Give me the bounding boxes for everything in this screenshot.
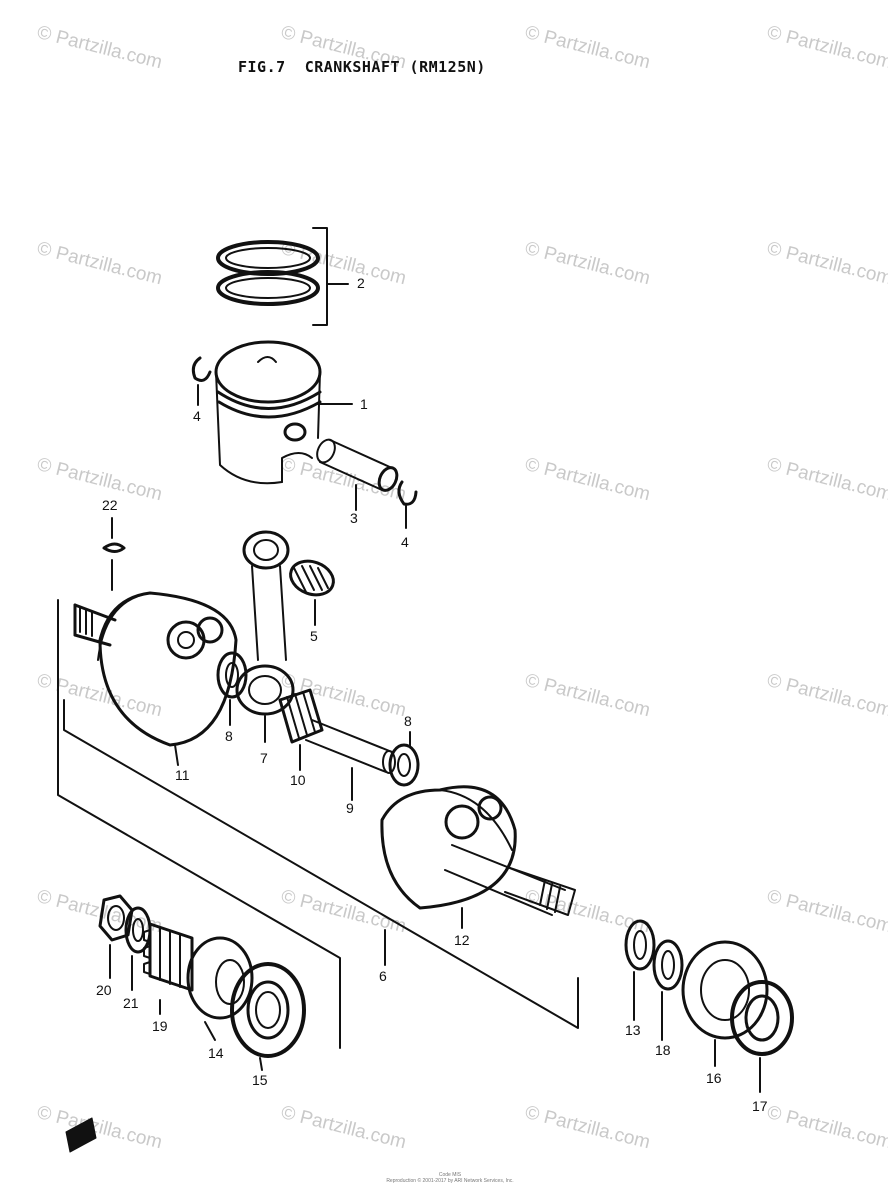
callout-3: 3: [350, 510, 358, 526]
callout-22: 22: [102, 497, 118, 513]
callout-4b: 4: [401, 534, 409, 550]
main-bearing-left-part: [230, 962, 306, 1071]
callout-8b: 8: [404, 713, 412, 729]
crank-nut-part: [98, 894, 134, 979]
callout-8a: 8: [225, 728, 233, 744]
callout-6: 6: [379, 968, 387, 984]
spacer-washer-part: [652, 939, 684, 1041]
callout-13: 13: [625, 1022, 641, 1038]
copyright-footer: Code MIS Reproduction © 2001-2017 by ARI…: [380, 1172, 520, 1184]
callout-12: 12: [454, 932, 470, 948]
callout-10: 10: [290, 772, 306, 788]
callout-19: 19: [152, 1018, 168, 1034]
piston-part: [214, 340, 353, 485]
primary-gear-part: [143, 922, 194, 1015]
callout-14: 14: [208, 1045, 224, 1061]
crankshaft-assembly-bracket: [57, 599, 579, 1049]
callout-20: 20: [96, 982, 112, 998]
piston-rings-part: [216, 227, 349, 326]
callout-16: 16: [706, 1070, 722, 1086]
footer-copyright: Reproduction © 2001-2017 by ARI Network …: [386, 1178, 514, 1184]
callout-21: 21: [123, 995, 139, 1011]
callout-4a: 4: [193, 408, 201, 424]
callout-5: 5: [310, 628, 318, 644]
footer-code: Code MIS: [438, 1172, 462, 1178]
woodruff-key-part: [102, 517, 126, 591]
callout-1: 1: [360, 396, 368, 412]
left-crank-half-part: [73, 591, 238, 766]
callout-9: 9: [346, 800, 354, 816]
callout-15: 15: [252, 1072, 268, 1088]
right-crank-half-part: [380, 785, 576, 929]
crank-pin-part: [305, 719, 396, 801]
callout-2: 2: [357, 275, 365, 291]
oil-seal-left-part: [186, 936, 254, 1041]
oil-seal-right-part: [730, 980, 794, 1093]
needle-bearing-part: [289, 559, 335, 626]
main-bearing-right-part: [681, 940, 769, 1067]
connecting-rod-part: [235, 530, 295, 743]
piston-pin-clip-part: [191, 356, 418, 529]
page-corner-mark-icon: [65, 1117, 97, 1153]
figure-title: FIG.7 CRANKSHAFT (RM125N): [238, 58, 486, 76]
callout-11: 11: [175, 767, 190, 783]
piston-pin-part: [316, 438, 399, 511]
callout-18: 18: [655, 1042, 671, 1058]
callout-7: 7: [260, 750, 268, 766]
callout-17: 17: [752, 1098, 768, 1114]
thrust-washer-part: [216, 651, 420, 787]
shim-ring-part: [624, 919, 656, 1021]
big-end-bearing-part: [278, 688, 324, 771]
